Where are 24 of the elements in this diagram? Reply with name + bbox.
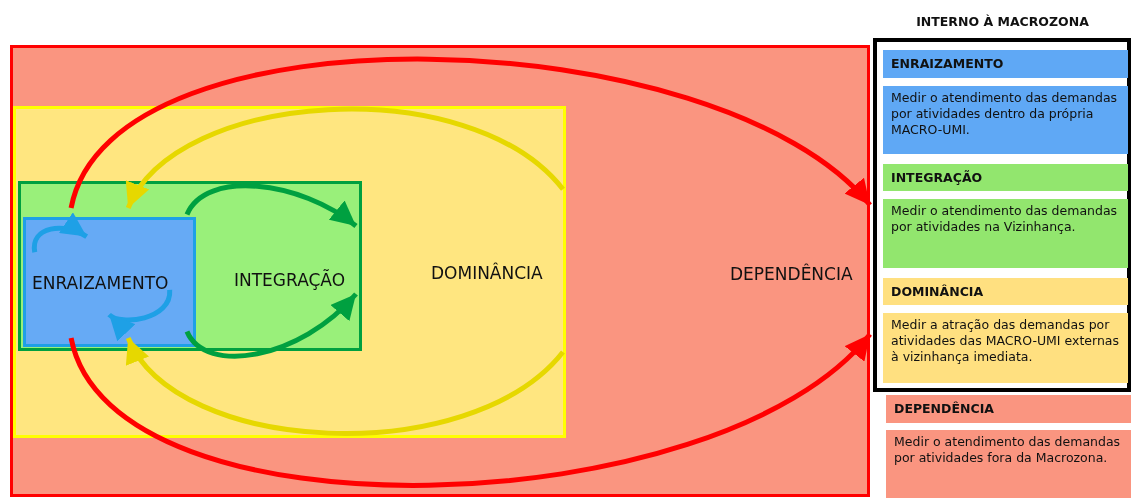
region-box [13,106,566,438]
region-label: INTEGRAÇÃO [234,270,346,290]
curved-arrow [107,289,173,340]
region-box [10,45,870,497]
legend-description: Medir o atendimento das demandas por atividades na Vizinhança. [883,199,1128,268]
region-box [23,217,196,347]
curved-arrow [68,56,872,209]
legend-heading: DOMINÂNCIA [883,278,1128,305]
legend-heading: DEPENDÊNCIA [886,395,1131,423]
region-label: DEPENDÊNCIA [730,264,853,284]
legend-heading: ENRAIZAMENTO [883,50,1128,78]
legend-description: Medir o atendimento das demandas por atividades fora da Macrozona. [886,430,1131,498]
region-label: ENRAIZAMENTO [32,273,169,293]
curved-arrow [126,107,565,210]
region-label: DOMINÂNCIA [431,263,543,283]
legend-description: Medir a atração das demandas por atividades das MACRO-UMI externas à vizinhança imediata. [883,313,1128,383]
legend-title: INTERNO À MACROZONA [915,13,1090,31]
curved-arrow [31,213,88,253]
curved-arrow [184,183,358,229]
legend-heading: INTEGRAÇÃO [883,164,1128,191]
legend-description: Medir o atendimento das demandas por atividades dentro da própria MACRO-UMI. [883,86,1128,154]
region-box [18,181,362,351]
curved-arrow [68,332,872,488]
curved-arrow [126,336,565,436]
